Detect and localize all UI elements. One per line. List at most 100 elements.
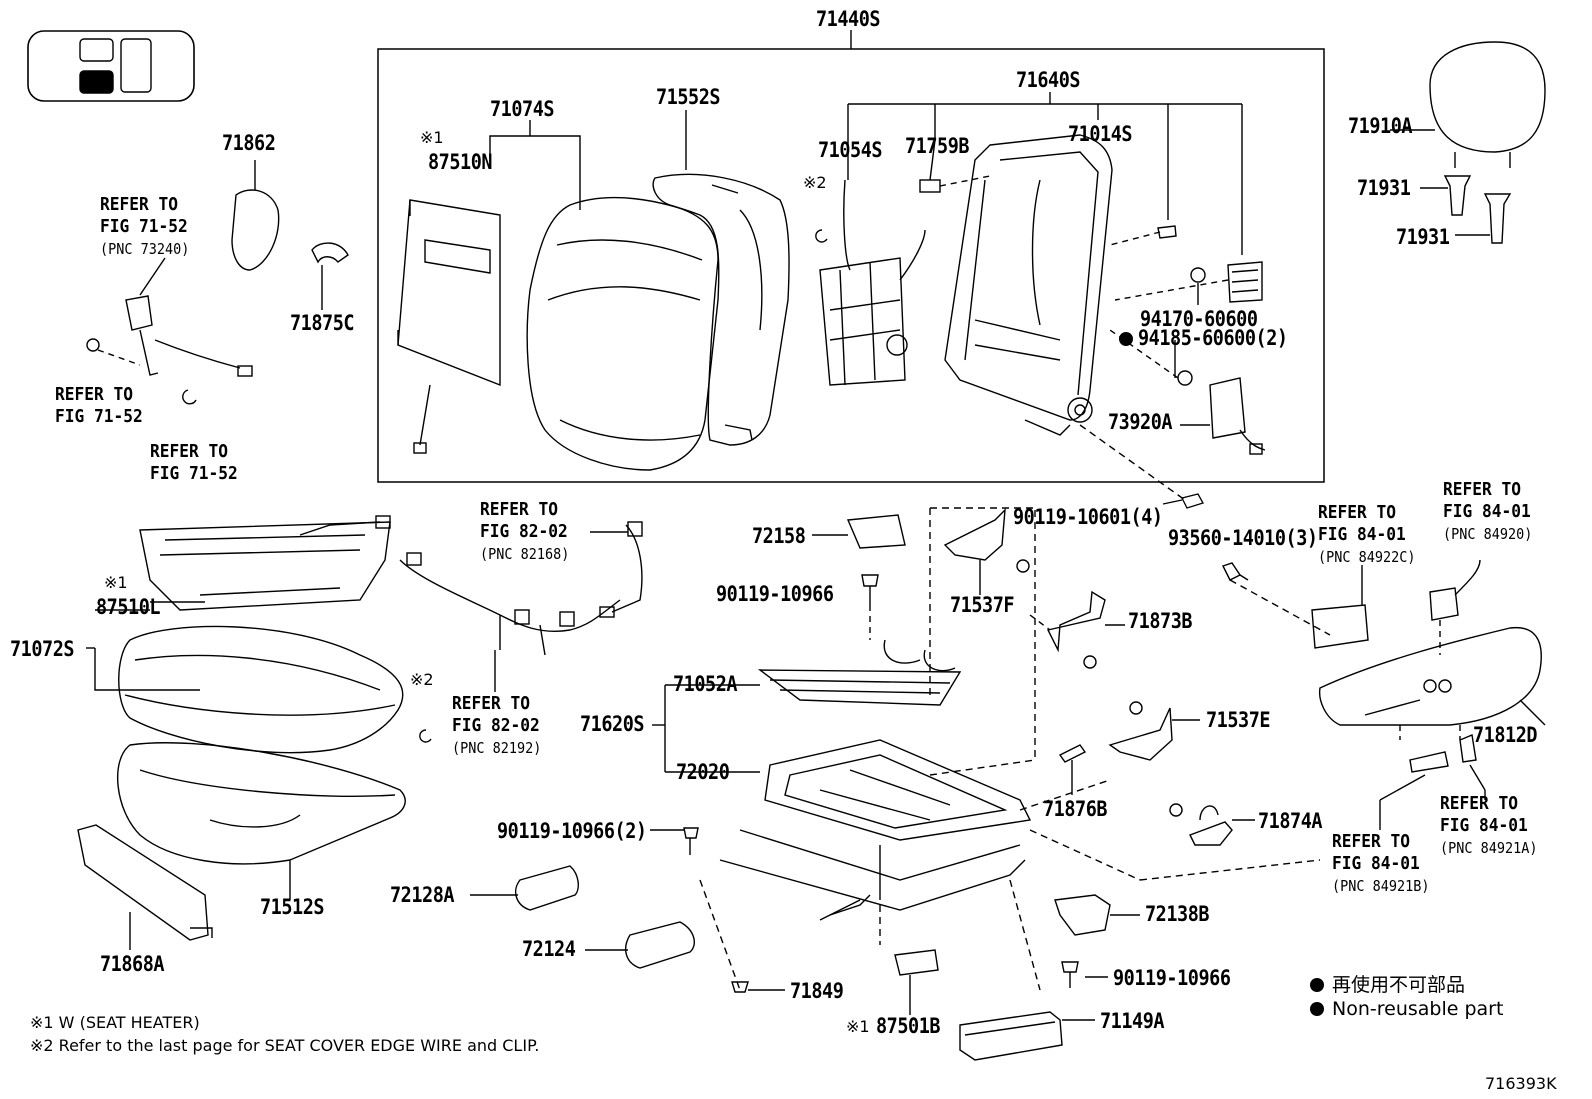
seatback-pad-clip — [919, 179, 941, 193]
seat-wire-harness — [399, 521, 643, 692]
label-87510L: 87510L — [96, 595, 161, 619]
label-71931-upper: 71931 — [1357, 176, 1411, 200]
label-87510N: 87510N — [428, 150, 493, 174]
label-90119-10966-lower: 90119-10966 — [1113, 966, 1231, 990]
mark-1-87510N: ※1 — [420, 128, 444, 147]
label-71074S: 71074S — [490, 97, 555, 121]
cover-72138B — [1054, 894, 1111, 936]
seat-frame-adjuster — [719, 739, 1032, 921]
label-71812D: 71812D — [1473, 723, 1538, 747]
figure-code: 716393K — [1485, 1074, 1557, 1093]
legend-non-reusable-jp: 再使用不可部品 — [1310, 976, 1465, 995]
mark-1-87501B: ※1 — [846, 1017, 870, 1036]
label-71537E: 71537E — [1206, 708, 1271, 732]
non-reusable-dot-icon — [1310, 1002, 1324, 1016]
trim-71874A — [1189, 821, 1233, 846]
seat-heater-switch — [894, 949, 939, 976]
seat-switch-84922C — [1311, 604, 1369, 649]
non-reusable-dot-94185 — [1119, 330, 1141, 349]
label-71849: 71849 — [790, 979, 844, 1003]
seatback-pad — [652, 173, 790, 446]
label-71537F: 71537F — [950, 593, 1015, 617]
seat-knob-84920 — [1429, 587, 1459, 621]
seat-cushion-cover — [118, 625, 404, 754]
label-71014S: 71014S — [1068, 122, 1133, 146]
side-airbag — [1180, 377, 1266, 455]
legend-non-reusable-en: Non-reusable part — [1310, 1000, 1503, 1019]
label-93560-14010: 93560-14010(3) — [1168, 526, 1318, 550]
label-94170-60600: 94170-60600 — [1140, 307, 1258, 331]
mark-2-clip-upper: ※2 — [803, 173, 827, 192]
label-71440S: 71440S — [816, 7, 881, 31]
seat-belt-buckle — [86, 257, 253, 405]
label-71149A: 71149A — [1100, 1009, 1165, 1033]
label-71862: 71862 — [222, 131, 276, 155]
label-72020: 72020 — [676, 760, 730, 784]
label-71873B: 71873B — [1128, 609, 1193, 633]
label-94185-60600: 94185-60600(2) — [1138, 326, 1288, 350]
mark-2-clip-lower: ※2 — [410, 670, 434, 689]
bracket-72158 — [846, 514, 906, 549]
label-71876B: 71876B — [1043, 797, 1108, 821]
label-72128A: 72128A — [390, 883, 455, 907]
label-73920A: 73920A — [1108, 410, 1173, 434]
label-71868A: 71868A — [100, 952, 165, 976]
label-71552S: 71552S — [656, 85, 721, 109]
footnote-seat-heater: ※1 W (SEAT HEATER) — [30, 1013, 200, 1032]
label-71910A: 71910A — [1348, 114, 1413, 138]
headrest — [1390, 41, 1546, 168]
seat-position-icon — [27, 30, 195, 102]
label-71512S: 71512S — [260, 895, 325, 919]
seatback-frame — [944, 134, 1113, 436]
bolt-93560-14010 — [1222, 562, 1249, 581]
recliner-mechanism — [819, 179, 926, 386]
label-71874A: 71874A — [1258, 809, 1323, 833]
label-71054S: 71054S — [818, 138, 883, 162]
label-72124: 72124 — [522, 937, 576, 961]
seat-springs — [757, 639, 962, 706]
belt-cover — [231, 189, 280, 271]
bolt-90119-10601 — [1162, 493, 1204, 509]
seat-cushion-heater-mat — [139, 515, 391, 611]
label-71759B: 71759B — [905, 134, 970, 158]
label-71072S: 71072S — [10, 637, 75, 661]
belt-guide — [311, 242, 349, 264]
label-71052A: 71052A — [673, 672, 738, 696]
label-71640S: 71640S — [1016, 68, 1081, 92]
bracket-71873B — [1046, 590, 1106, 653]
seatback-cover — [526, 196, 720, 471]
label-72138B: 72138B — [1145, 902, 1210, 926]
mark-1-87510L: ※1 — [104, 573, 128, 592]
bracket-71537E — [1108, 707, 1173, 761]
cover-72124 — [624, 921, 696, 969]
footnote-edge-wire: ※2 Refer to the last page for SEAT COVER… — [30, 1036, 540, 1055]
label-90119-10966-upper: 90119-10966 — [716, 582, 834, 606]
seatback-heater-mat — [397, 199, 501, 454]
non-reusable-dot-icon — [1310, 978, 1324, 992]
seat-track-cover — [959, 1011, 1063, 1061]
seat-side-trim — [77, 824, 213, 941]
seat-cushion-pad — [117, 742, 406, 865]
bracket-71537F — [943, 508, 1006, 561]
label-72158: 72158 — [752, 524, 806, 548]
label-87501B: 87501B — [876, 1014, 941, 1038]
side-shield — [1318, 626, 1546, 726]
trim-71876B — [1058, 744, 1087, 763]
label-90119-10966-2: 90119-10966(2) — [497, 819, 647, 843]
label-90119-10601: 90119-10601(4) — [1013, 505, 1163, 529]
label-71931-lower: 71931 — [1396, 225, 1450, 249]
label-71875C: 71875C — [290, 311, 355, 335]
cover-72128A — [514, 865, 579, 911]
label-71620S: 71620S — [580, 712, 645, 736]
